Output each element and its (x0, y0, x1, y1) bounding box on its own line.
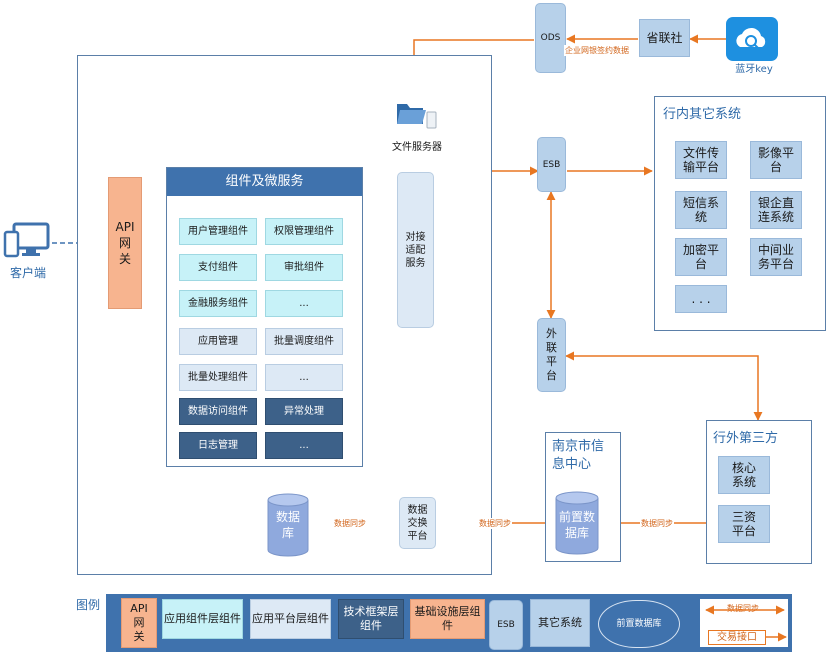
provincial-box[interactable]: 省联社 (639, 19, 690, 57)
ods-edge-label: 企业网银签约数据 (564, 45, 630, 56)
file-server-label: 文件服务器 (392, 142, 442, 153)
component-box[interactable]: 审批组件 (265, 254, 343, 281)
nanjing-db-cylinder[interactable] (553, 490, 601, 556)
database-label: 数据库 (275, 510, 300, 540)
component-box[interactable]: 支付组件 (179, 254, 257, 281)
nanjing-title: 南京市信息中心 (552, 439, 605, 472)
internal-system-box[interactable]: 短信系统 (675, 191, 727, 229)
internal-system-box[interactable]: . . . (675, 285, 727, 313)
sync-label-db: 数据同步 (333, 518, 367, 529)
file-server-icon (395, 98, 439, 132)
bluetooth-key-icon (726, 17, 778, 61)
legend-tech-comp: 技术框架层组件 (338, 599, 404, 639)
internal-systems-title: 行内其它系统 (663, 107, 742, 122)
legend-platform-comp: 应用平台层组件 (250, 599, 331, 639)
sync-label-exchange: 数据同步 (478, 518, 512, 529)
legend-other: 其它系统 (530, 599, 590, 647)
legend-infra-comp: 基础设施层组件 (410, 599, 485, 639)
component-box[interactable]: ... (265, 290, 343, 317)
bluetooth-label: 蓝牙key (735, 64, 773, 75)
sync-label-nanjing: 数据同步 (640, 518, 674, 529)
third-party-title: 行外第三方 (713, 431, 779, 446)
third-sanzi-box[interactable]: 三资平台 (718, 505, 770, 543)
component-box[interactable]: 批量处理组件 (179, 364, 257, 391)
ods-box[interactable]: ODS (535, 3, 566, 73)
legend-front-db: 前置数据库 (598, 600, 680, 648)
internal-system-box[interactable]: 中间业务平台 (750, 238, 802, 276)
component-box[interactable]: 批量调度组件 (265, 328, 343, 355)
component-box[interactable]: 权限管理组件 (265, 218, 343, 245)
adapter-service-box[interactable]: 对接适配服务 (397, 172, 434, 328)
external-third-arrow (565, 351, 763, 421)
nanjing-db-label: 前置数据库 (559, 510, 596, 540)
third-core-box[interactable]: 核心系统 (718, 456, 770, 494)
database-cylinder[interactable] (265, 492, 311, 558)
component-box[interactable]: 异常处理 (265, 398, 343, 425)
component-box[interactable]: 数据访问组件 (179, 398, 257, 425)
component-box[interactable]: ... (265, 364, 343, 391)
component-box[interactable]: 用户管理组件 (179, 218, 257, 245)
legend-title: 图例 (76, 598, 101, 612)
internal-system-box[interactable]: 文件传输平台 (675, 141, 727, 179)
client-label: 客户端 (9, 266, 46, 280)
legend-api: API网关 (121, 598, 157, 648)
internal-system-box[interactable]: 银企直连系统 (750, 191, 802, 229)
component-box[interactable]: 应用管理 (179, 328, 257, 355)
legend-sync-label: 数据同步 (726, 603, 760, 614)
microservices-title: 组件及微服务 (167, 168, 362, 196)
client-device-icon (2, 220, 52, 260)
component-box[interactable]: 日志管理 (179, 432, 257, 459)
internal-system-box[interactable]: 影像平台 (750, 141, 802, 179)
component-box[interactable]: ... (265, 432, 343, 459)
external-platform-box[interactable]: 外联平台 (537, 318, 566, 392)
legend-app-comp: 应用组件层组件 (162, 599, 243, 639)
legend-esb: ESB (489, 600, 523, 650)
legend-trade-label: 交易接口 (708, 630, 766, 645)
exchange-box[interactable]: 数据交换平台 (399, 497, 436, 549)
internal-system-box[interactable]: 加密平台 (675, 238, 727, 276)
esb-box[interactable]: ESB (537, 137, 566, 192)
component-box[interactable]: 金融服务组件 (179, 290, 257, 317)
api-gateway-box[interactable]: API网关 (108, 177, 142, 309)
